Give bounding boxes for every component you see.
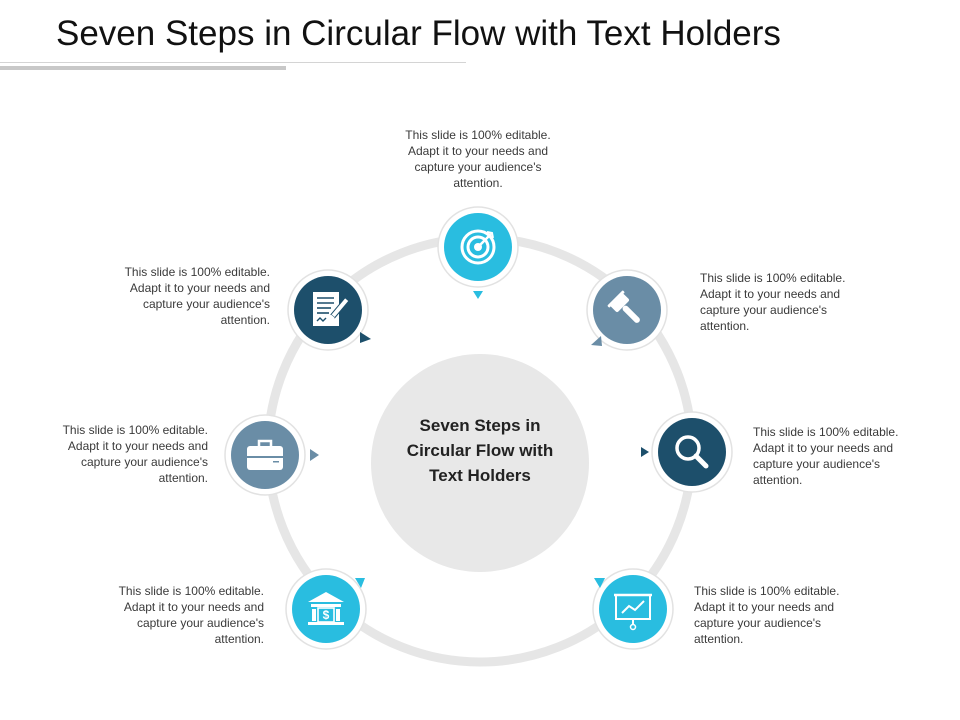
step-node-5: $ (285, 568, 367, 650)
center-circle (371, 354, 589, 572)
step-node-7 (287, 269, 369, 351)
title-divider-thin (0, 62, 466, 63)
center-label: Seven Steps in Circular Flow with Text H… (406, 416, 554, 485)
node-disc (658, 418, 726, 486)
svg-text:$: $ (323, 608, 330, 622)
step-node-2 (586, 269, 668, 351)
bank-icon: $ (308, 592, 344, 625)
step-5-text: This slide is 100% editable. Adapt it to… (118, 584, 264, 646)
step-6-pointer (310, 449, 319, 461)
briefcase-icon (247, 439, 283, 470)
step-6-text: This slide is 100% editable. Adapt it to… (62, 423, 208, 485)
step-node-1 (437, 206, 519, 288)
step-node-3 (651, 411, 733, 493)
step-4-text: This slide is 100% editable. Adapt it to… (694, 584, 840, 646)
step-node-6 (224, 414, 306, 496)
presentation-chart-icon (614, 593, 652, 631)
step-2-pointer (591, 336, 602, 346)
step-7-pointer (360, 332, 371, 343)
step-node-4 (592, 568, 674, 650)
page-title: Seven Steps in Circular Flow with Text H… (56, 14, 781, 53)
step-1-text: This slide is 100% editable. Adapt it to… (405, 128, 551, 190)
target-icon (460, 229, 496, 265)
magnifier-icon (675, 435, 709, 469)
step-3-text: This slide is 100% editable. Adapt it to… (753, 425, 899, 487)
step-1-pointer (473, 291, 483, 299)
contract-icon (313, 292, 350, 326)
step-2-text: This slide is 100% editable. Adapt it to… (700, 271, 846, 333)
step-7-text: This slide is 100% editable. Adapt it to… (124, 265, 270, 327)
step-5-pointer (355, 578, 365, 588)
title-divider-thick (0, 66, 286, 70)
step-3-pointer (641, 447, 649, 457)
step-4-pointer (594, 578, 605, 588)
gavel-icon (607, 290, 640, 323)
node-disc (292, 575, 360, 643)
